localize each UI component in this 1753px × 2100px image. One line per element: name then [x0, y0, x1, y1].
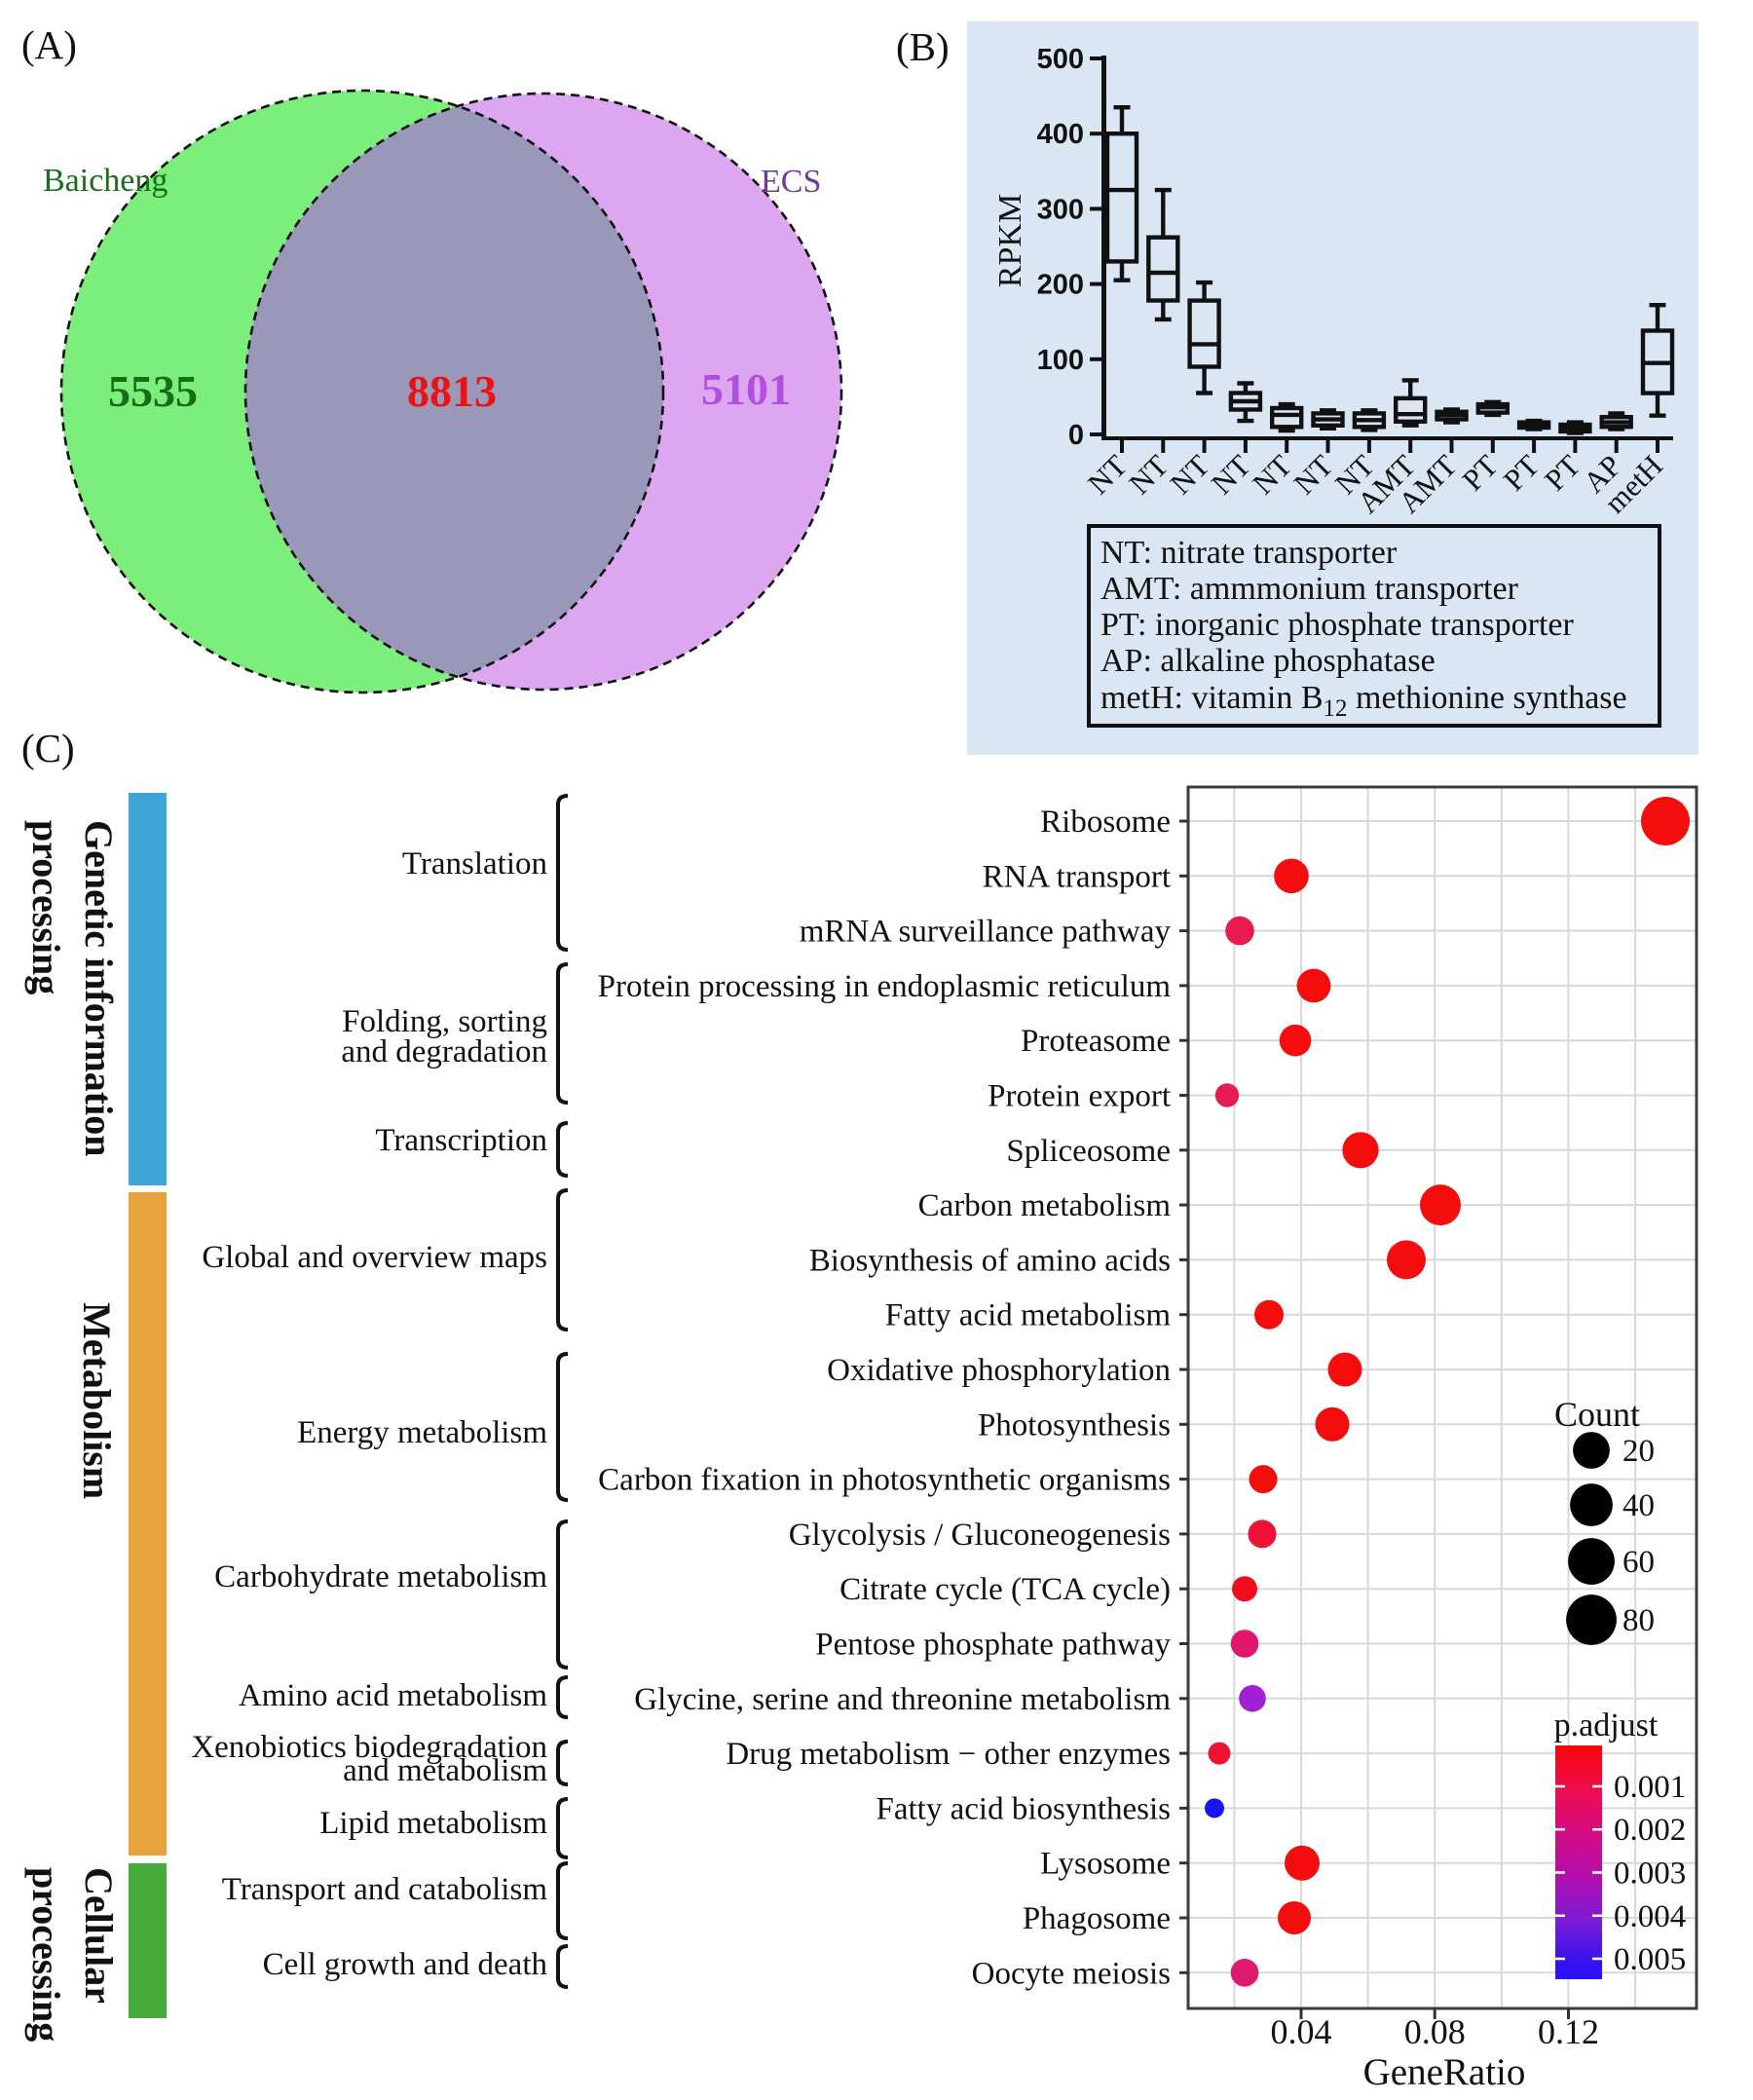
svg-text:Translation: Translation — [402, 846, 547, 881]
svg-text:GeneRatio: GeneRatio — [1363, 2051, 1526, 2093]
svg-text:Count: Count — [1554, 1395, 1640, 1434]
svg-text:mRNA surveillance pathway: mRNA surveillance pathway — [800, 915, 1172, 950]
svg-text:Cell growth and death: Cell growth and death — [263, 1947, 548, 1982]
svg-text:NT: nitrate transporter: NT: nitrate transporter — [1100, 535, 1398, 571]
svg-text:Protein processing in endoplas: Protein processing in endoplasmic reticu… — [598, 969, 1172, 1004]
svg-text:(B): (B) — [896, 24, 950, 69]
svg-text:Citrate cycle (TCA cycle): Citrate cycle (TCA cycle) — [839, 1572, 1171, 1607]
svg-text:Xenobiotics biodegradation: Xenobiotics biodegradation — [191, 1730, 547, 1765]
svg-text:and degradation: and degradation — [341, 1034, 547, 1069]
svg-text:Photosynthesis: Photosynthesis — [978, 1407, 1171, 1443]
svg-text:500: 500 — [1037, 44, 1084, 75]
svg-text:0: 0 — [1068, 420, 1084, 451]
svg-text:Transcription: Transcription — [375, 1123, 547, 1158]
svg-text:0.002: 0.002 — [1614, 1813, 1686, 1848]
svg-text:Global and overview maps: Global and overview maps — [202, 1240, 547, 1275]
svg-text:0.004: 0.004 — [1614, 1899, 1686, 1934]
svg-text:Lipid metabolism: Lipid metabolism — [319, 1806, 547, 1841]
svg-text:AP: alkaline phosphatase: AP: alkaline phosphatase — [1100, 643, 1436, 679]
svg-text:80: 80 — [1622, 1603, 1655, 1638]
svg-text:0.08: 0.08 — [1404, 2012, 1466, 2051]
svg-text:Protein export: Protein export — [988, 1079, 1171, 1114]
svg-text:Lysosome: Lysosome — [1040, 1847, 1171, 1882]
svg-text:0.001: 0.001 — [1614, 1770, 1686, 1805]
svg-text:RPKM: RPKM — [992, 194, 1028, 287]
svg-text:Genetic information: Genetic information — [77, 820, 121, 1157]
svg-text:processing: processing — [24, 1867, 68, 2042]
svg-text:5101: 5101 — [701, 364, 791, 414]
svg-text:(A): (A) — [21, 22, 77, 67]
svg-text:Cellular: Cellular — [77, 1867, 121, 2004]
svg-text:5535: 5535 — [108, 366, 198, 416]
svg-text:Carbon fixation in photosynthe: Carbon fixation in photosynthetic organi… — [598, 1463, 1171, 1498]
svg-text:ECS: ECS — [761, 164, 821, 200]
svg-text:300: 300 — [1037, 194, 1084, 225]
svg-text:0.003: 0.003 — [1614, 1856, 1686, 1892]
svg-text:AMT: ammmonium transporter: AMT: ammmonium transporter — [1100, 571, 1519, 607]
svg-text:Fatty acid biosynthesis: Fatty acid biosynthesis — [876, 1791, 1171, 1826]
svg-text:Transport and catabolism: Transport and catabolism — [222, 1872, 548, 1907]
svg-text:Carbon metabolism: Carbon metabolism — [918, 1188, 1172, 1223]
svg-text:Amino acid metabolism: Amino acid metabolism — [239, 1678, 547, 1713]
svg-text:Glycine, serine and threonine: Glycine, serine and threonine metabolism — [634, 1682, 1171, 1717]
svg-text:Glycolysis / Gluconeogenesis: Glycolysis / Gluconeogenesis — [789, 1518, 1171, 1553]
svg-text:Oocyte meiosis: Oocyte meiosis — [972, 1956, 1171, 1991]
svg-text:Carbohydrate metabolism: Carbohydrate metabolism — [214, 1559, 547, 1594]
svg-text:8813: 8813 — [407, 366, 497, 416]
svg-text:(C): (C) — [21, 726, 75, 770]
svg-text:Phagosome: Phagosome — [1023, 1901, 1171, 1936]
svg-text:Oxidative phosphorylation: Oxidative phosphorylation — [827, 1353, 1171, 1388]
svg-text:60: 60 — [1622, 1545, 1655, 1580]
svg-text:Baicheng: Baicheng — [43, 163, 168, 199]
svg-text:Biosynthesis of amino acids: Biosynthesis of amino acids — [809, 1243, 1171, 1278]
svg-text:Energy metabolism: Energy metabolism — [297, 1415, 547, 1450]
svg-text:Folding, sorting: Folding, sorting — [342, 1004, 547, 1039]
svg-text:Drug metabolism − other enzyme: Drug metabolism − other enzymes — [726, 1737, 1171, 1772]
svg-text:RNA transport: RNA transport — [983, 859, 1171, 894]
svg-text:0.04: 0.04 — [1271, 2012, 1332, 2051]
svg-text:PT: inorganic phosphate transp: PT: inorganic phosphate transporter — [1100, 607, 1575, 643]
svg-text:metH: vitamin B12 methionine s: metH: vitamin B12 methionine synthase — [1100, 680, 1627, 722]
svg-text:Ribosome: Ribosome — [1040, 805, 1171, 840]
svg-text:Proteasome: Proteasome — [1021, 1024, 1171, 1059]
svg-text:processing: processing — [24, 820, 68, 994]
svg-text:Spliceosome: Spliceosome — [1006, 1134, 1171, 1169]
svg-text:100: 100 — [1037, 345, 1084, 376]
svg-text:p.adjust: p.adjust — [1554, 1707, 1659, 1744]
svg-text:Metabolism: Metabolism — [75, 1302, 119, 1499]
svg-text:400: 400 — [1037, 119, 1084, 150]
svg-text:40: 40 — [1622, 1488, 1655, 1523]
svg-text:20: 20 — [1622, 1434, 1655, 1469]
svg-text:and metabolism: and metabolism — [343, 1753, 547, 1788]
svg-text:Pentose phosphate pathway: Pentose phosphate pathway — [815, 1628, 1171, 1663]
svg-text:200: 200 — [1037, 270, 1084, 301]
svg-text:0.005: 0.005 — [1614, 1942, 1686, 1977]
svg-text:Fatty acid metabolism: Fatty acid metabolism — [885, 1298, 1172, 1333]
svg-text:0.12: 0.12 — [1538, 2012, 1599, 2051]
